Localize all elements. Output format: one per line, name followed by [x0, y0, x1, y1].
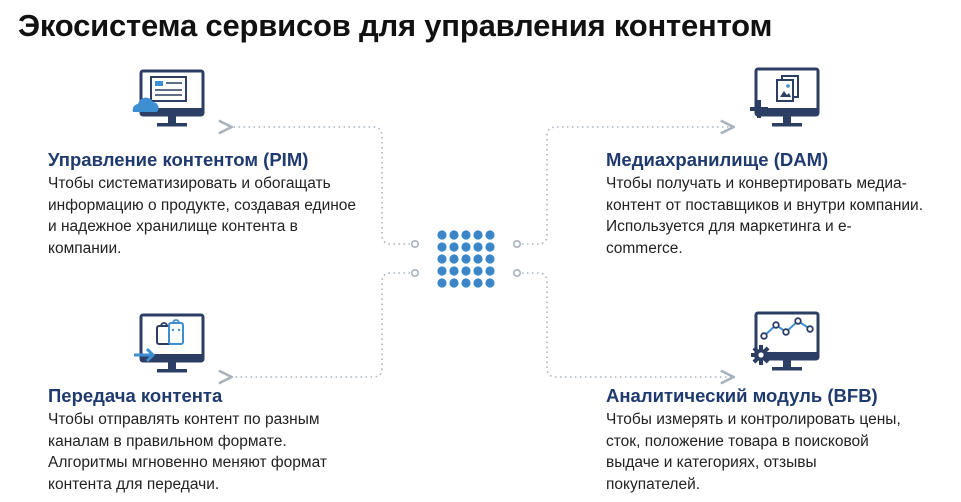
hub-dot: [473, 230, 483, 240]
card-pim-text: Чтобы систематизировать и обогащать инфо…: [48, 173, 393, 259]
card-transfer: Передача контента Чтобы отправлять конте…: [48, 385, 393, 495]
connector-node-transfer: [410, 268, 419, 277]
connector-node-bfb: [512, 268, 521, 277]
monitor-cloud-icon: [132, 69, 205, 127]
card-transfer-title: Передача контента: [48, 385, 223, 406]
hub-dot: [437, 242, 447, 252]
monitor-chart-gear-icon: [751, 311, 820, 371]
hub-dot: [461, 278, 471, 288]
card-transfer-line: контента для передачи.: [48, 475, 220, 493]
hub-dot: [449, 266, 459, 276]
hub-dot: [485, 266, 495, 276]
card-bfb: Аналитический модуль (BFB) Чтобы измерят…: [606, 385, 951, 495]
card-pim: Управление контентом (PIM) Чтобы система…: [48, 149, 393, 259]
card-pim-line: компании.: [48, 239, 122, 257]
card-dam-text: Чтобы получать и конвертировать медиа- к…: [606, 173, 951, 259]
card-pim-title: Управление контентом (PIM): [48, 149, 309, 170]
hub-dot: [485, 230, 495, 240]
card-transfer-text: Чтобы отправлять контент по разным канал…: [48, 409, 393, 495]
hub-dot: [473, 278, 483, 288]
card-bfb-title: Аналитический модуль (BFB): [606, 385, 878, 406]
hub-dot: [473, 242, 483, 252]
hub-dot: [461, 230, 471, 240]
hub-dot: [473, 254, 483, 264]
monitor-arrow-bags-icon: [134, 313, 205, 373]
connector-dam: [522, 127, 732, 245]
connector-node-dam: [512, 240, 521, 249]
connector-transfer: [230, 272, 410, 377]
hub-dot: [485, 242, 495, 252]
card-bfb-line: сток, положение товара в поисковой: [606, 432, 869, 450]
hub-dot: [461, 254, 471, 264]
card-transfer-line: Алгоритмы мгновенно меняют формат: [48, 454, 327, 471]
card-pim-line: Чтобы систематизировать и обогащать: [48, 175, 331, 192]
connector-bfb: [522, 272, 732, 377]
hub-dot: [485, 254, 495, 264]
hub-dot: [449, 242, 459, 252]
hub-dot: [449, 230, 459, 240]
hub-dot: [437, 266, 447, 276]
card-dam-line: контент от поставщиков и внутри компании…: [606, 196, 924, 214]
card-bfb-text: Чтобы измерять и контролировать цены, ст…: [606, 409, 951, 495]
card-pim-line: информацию о продукте, создавая единое: [48, 196, 357, 214]
hub-dot: [461, 242, 471, 252]
dot-grid-hub-icon: [437, 230, 495, 288]
hub-dot: [437, 254, 447, 264]
card-dam-title: Медиахранилище (DAM): [606, 149, 829, 170]
card-dam-line: Чтобы получать и конвертировать медиа-: [606, 175, 907, 192]
card-bfb-line: выдаче и категориях, отзывы: [606, 454, 817, 471]
card-pim-line: и надежное хранилище контента в: [48, 218, 298, 235]
hub-dot: [461, 266, 471, 276]
card-dam-line: Используется для маркетинга и e-: [606, 218, 852, 235]
hub-dot: [485, 278, 495, 288]
page-title: Экосистема сервисов для управления конте…: [18, 8, 773, 43]
hub-dot: [437, 278, 447, 288]
monitor-media-add-icon: [750, 67, 820, 127]
hub-dot: [473, 266, 483, 276]
hub-dot: [449, 254, 459, 264]
card-dam: Медиахранилище (DAM) Чтобы получать и ко…: [606, 149, 951, 259]
card-bfb-line: Чтобы измерять и контролировать цены,: [606, 411, 901, 428]
card-transfer-line: каналам в правильном формате.: [48, 432, 287, 450]
hub-dot: [437, 230, 447, 240]
card-bfb-line: покупателей.: [606, 475, 701, 493]
connector-node-pim: [410, 240, 419, 249]
card-dam-line: commerce.: [606, 239, 683, 257]
hub-dot: [449, 278, 459, 288]
card-transfer-line: Чтобы отправлять контент по разным: [48, 411, 320, 428]
